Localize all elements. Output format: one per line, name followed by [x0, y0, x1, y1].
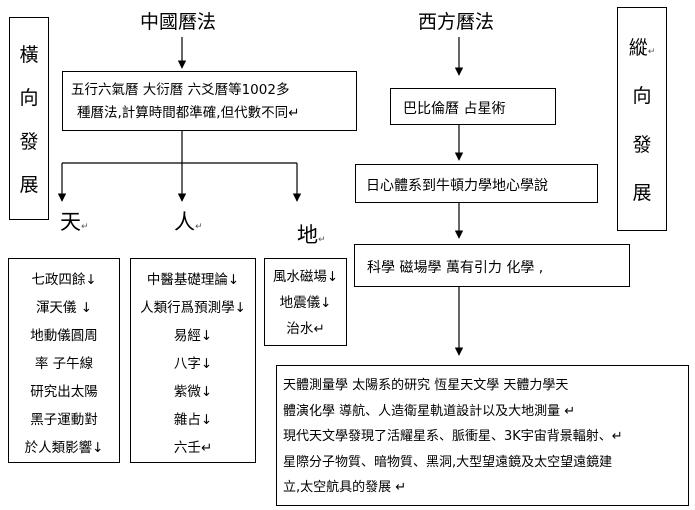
heaven-item: 黑子運動對 [30, 412, 98, 428]
label-vertical-char-4: 展 [632, 182, 652, 205]
earth-items-box: 風水磁場↓ 地震儀↓ 治水↵ [264, 258, 347, 346]
western-astronomy-line: 體演化學 導航、人造衛星軌道設計以及大地測量 ↵ [283, 403, 576, 419]
heaven-item: 七政四餘↓ [31, 272, 97, 288]
chinese-calendars-line-2: 種曆法,計算時間都準確,但代數不同↵ [77, 105, 300, 121]
western-astronomy-line: 現代天文學發現了活耀星系、脈衝星、3K宇宙背景輻射、↵ [283, 429, 623, 444]
branch-label-earth: 地↵ [297, 223, 326, 247]
human-item: 紫微↓ [173, 384, 213, 400]
human-item: 中醫基礎理論↓ [146, 272, 240, 288]
chinese-calendars-box: 五行六氣曆 大衍曆 六爻曆等1002多 種曆法,計算時間都準確,但代數不同↵ [62, 71, 357, 131]
chinese-calendars-line-1: 五行六氣曆 大衍曆 六爻曆等1002多 [71, 82, 290, 98]
branch-label-heaven: 天↵ [60, 210, 89, 234]
branch-label-human: 人↵ [174, 210, 203, 234]
label-vertical-char-1: 縱↵ [628, 36, 656, 59]
western-box-babylon: 巴比倫曆 占星術 [390, 88, 556, 125]
label-horizontal-char-3: 發 [19, 130, 39, 153]
heaven-item: 率 子午線 [34, 356, 94, 372]
western-box-babylon-text: 巴比倫曆 占星術 [403, 101, 506, 117]
human-item: 易經↓ [173, 328, 213, 344]
western-box-astronomy: 天體測量學 太陽系的研究 恆星天文學 天體力學天 體演化學 導航、人造衛星軌道設… [276, 365, 689, 506]
human-item: 人類行爲預測學↓ [140, 300, 246, 316]
heaven-item: 地動儀圓周 [30, 328, 98, 344]
title-chinese-calendar: 中國曆法 [140, 11, 217, 33]
western-box-heliocentric: 日心體系到牛頓力學地心學說 [355, 164, 598, 203]
earth-item: 地震儀↓ [279, 295, 332, 311]
western-box-science: 科學 磁場學 萬有引力 化學 , [354, 244, 630, 287]
heaven-item: 於人類影響↓ [24, 440, 104, 456]
heaven-item: 研究出太陽 [30, 384, 98, 400]
return-mark: ↵ [647, 46, 656, 57]
return-mark: ↵ [195, 222, 203, 232]
human-item: 八字↓ [173, 356, 213, 372]
western-astronomy-line: 立,太空航具的發展 ↵ [283, 480, 407, 495]
return-mark: ↵ [81, 222, 89, 232]
label-horizontal-development: 橫 向 發 展 [9, 17, 49, 220]
human-items-box: 中醫基礎理論↓ 人類行爲預測學↓ 易經↓ 八字↓ 紫微↓ 雜占↓ 六壬↵ [130, 258, 256, 463]
western-astronomy-line: 天體測量學 太陽系的研究 恆星天文學 天體力學天 [283, 378, 569, 393]
return-mark: ↵ [318, 235, 326, 245]
label-horizontal-char-2: 向 [19, 87, 39, 110]
human-item: 六壬↵ [173, 440, 213, 456]
label-vertical-development: 縱↵ 向 發 展 [617, 7, 667, 231]
heaven-item: 渾天儀 ↓ [35, 300, 93, 316]
earth-item: 風水磁場↓ [272, 269, 339, 285]
heaven-items-box: 七政四餘↓ 渾天儀 ↓ 地動儀圓周 率 子午線 研究出太陽 黑子運動對 於人類影… [8, 258, 120, 463]
western-box-science-text: 科學 磁場學 萬有引力 化學 , [367, 260, 544, 276]
human-item: 雜占↓ [173, 412, 213, 428]
western-astronomy-line: 星際分子物質、暗物質、黑洞,大型望遠鏡及太空望遠鏡建 [283, 454, 613, 470]
label-horizontal-char-4: 展 [19, 173, 39, 196]
label-vertical-char-2: 向 [632, 85, 652, 108]
title-western-calendar: 西方曆法 [418, 11, 495, 33]
label-horizontal-char-1: 橫 [19, 44, 39, 67]
earth-item: 治水↵ [286, 321, 325, 337]
label-vertical-char-3: 發 [632, 133, 652, 156]
western-box-heliocentric-text: 日心體系到牛頓力學地心學說 [366, 178, 548, 194]
